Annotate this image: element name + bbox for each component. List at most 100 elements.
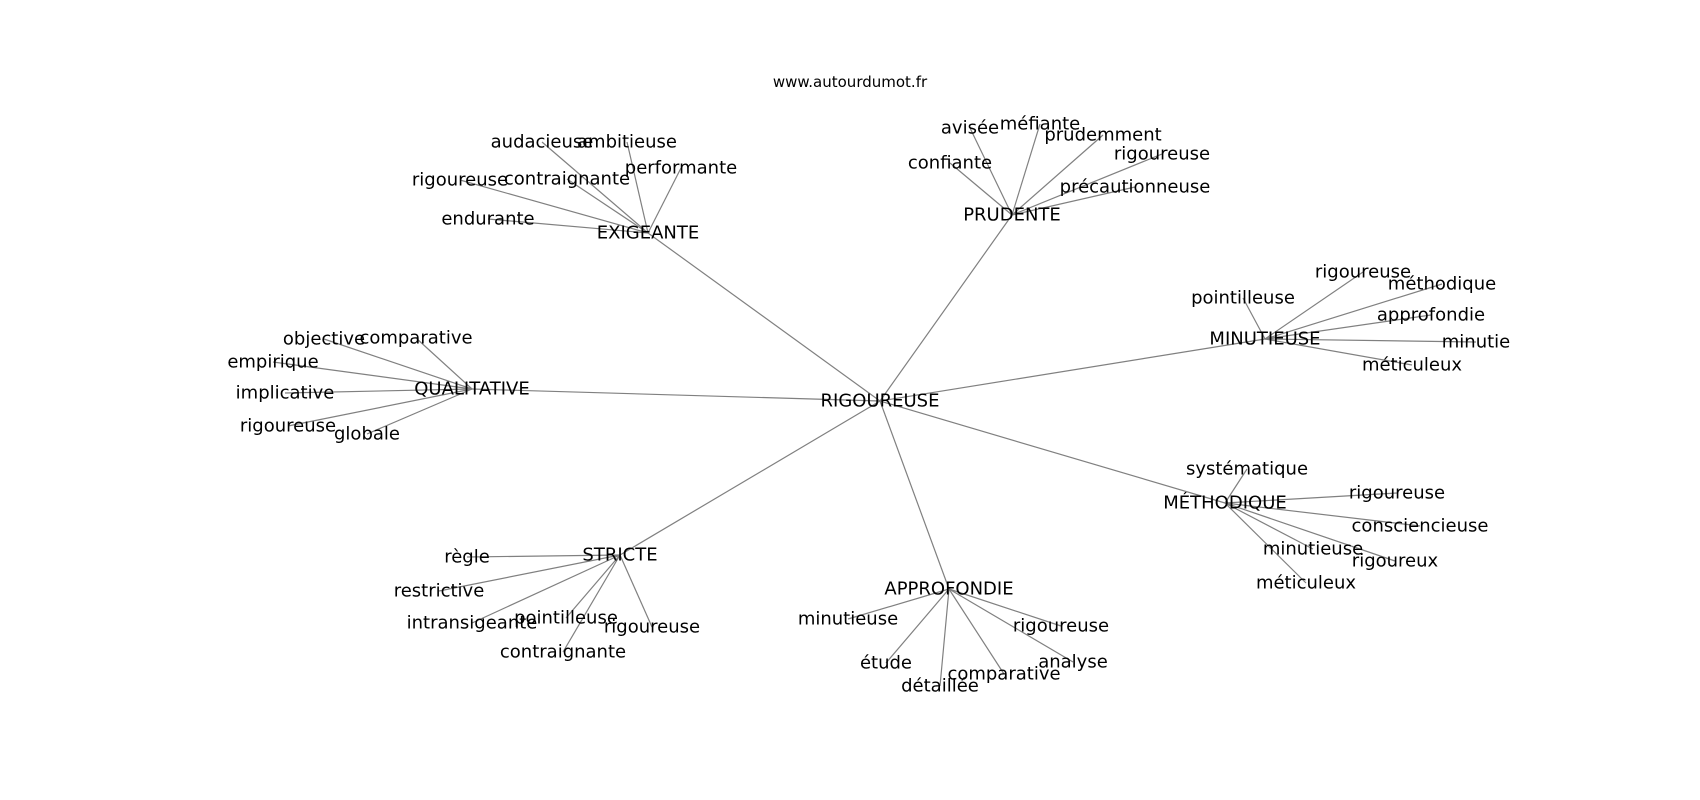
edge-methodique-rigoureuse: [1224, 492, 1398, 504]
edge-exigeante-performante: [647, 167, 682, 234]
leaf-node-label-confiante: confiante: [908, 153, 992, 174]
leaf-node-label-meticuleux: méticuleux: [1256, 573, 1356, 594]
leaf-node-label-rigoureuse: rigoureuse: [1315, 262, 1411, 283]
edge-prudente-prudemment: [1011, 134, 1104, 216]
edge-qualitative-rigoureuse: [287, 388, 473, 427]
edge-approfondie-minutieuse: [847, 588, 950, 620]
edge-stricte-intransigeante: [471, 554, 621, 624]
leaf-node-label-prudemment: prudemment: [1044, 125, 1161, 146]
edge-stricte-regle: [466, 554, 621, 558]
hub-node-label-stricte: STRICTE: [582, 545, 657, 566]
hub-node-label-qualitative: QUALITATIVE: [414, 379, 530, 400]
edge-qualitative-objective: [323, 338, 473, 390]
leaf-node-label-rigoureuse: rigoureuse: [1114, 144, 1210, 165]
leaf-node-label-intransigeante: intransigeante: [407, 613, 538, 634]
leaf-node-label-pointilleuse: pointilleuse: [514, 608, 618, 629]
edge-minutieuse-pointilleuse: [1242, 297, 1266, 340]
edge-methodique-meticuleux: [1224, 502, 1307, 584]
leaf-node-label-rigoureux: rigoureux: [1352, 551, 1439, 572]
edge-qualitative-empirique: [272, 361, 473, 390]
leaf-node-label-globale: globale: [334, 424, 400, 445]
leaf-node-label-rigoureuse: rigoureuse: [604, 617, 700, 638]
edge-approfondie-analyse: [948, 588, 1074, 663]
edge-qualitative-comparative: [415, 337, 473, 390]
leaf-node-label-ambitieuse: ambitieuse: [577, 132, 677, 153]
edge-exigeante-ambitieuse: [626, 141, 649, 234]
edge-minutieuse-rigoureuse: [1264, 271, 1364, 340]
leaf-node-label-endurante: endurante: [441, 209, 534, 230]
leaf-node-label-avisee: avisée: [941, 118, 999, 139]
center-node-label: RIGOUREUSE: [821, 391, 940, 412]
leaf-node-label-audacieuse: audacieuse: [491, 132, 594, 153]
edge-methodique-minutieuse: [1224, 502, 1314, 550]
edge-methodique-consciencieuse: [1224, 502, 1421, 527]
leaf-node-label-etude: étude: [860, 653, 912, 674]
leaf-node-label-contraignante: contraignante: [504, 169, 630, 190]
leaf-node-label-comparative: comparative: [359, 328, 472, 349]
edge-stricte-rigoureuse: [619, 554, 653, 628]
leaf-node-label-objective: objective: [283, 329, 365, 350]
edge-methodique-rigoureux: [1224, 502, 1396, 562]
leaf-node-label-implicative: implicative: [236, 383, 335, 404]
site-url: www.autourdumot.fr: [772, 73, 928, 91]
edge-stricte-pointilleuse: [565, 554, 621, 619]
leaf-node-label-minutieuse: minutieuse: [1263, 539, 1363, 560]
hub-node-label-approfondie: APPROFONDIE: [884, 579, 1013, 600]
leaf-node-label-detaillee: détaillée: [901, 676, 979, 697]
leaf-node-label-rigoureuse: rigoureuse: [240, 416, 336, 437]
edge-stricte-contraignante: [562, 554, 621, 653]
edge-approfondie-etude: [885, 588, 950, 664]
hub-node-label-prudente: PRUDENTE: [963, 205, 1061, 226]
edge-center-approfondie: [879, 400, 950, 590]
leaf-node-label-rigoureuse: rigoureuse: [1349, 483, 1445, 504]
leaf-node-label-rigoureuse: rigoureuse: [1013, 616, 1109, 637]
edge-center-prudente: [879, 214, 1013, 402]
edge-minutieuse-methodique: [1264, 283, 1443, 340]
edge-center-methodique: [879, 400, 1226, 504]
edge-exigeante-rigoureuse: [459, 179, 649, 234]
edge-center-minutieuse: [879, 338, 1266, 402]
leaf-node-label-rigoureuse: rigoureuse: [412, 170, 508, 191]
edge-prudente-precautionneuse: [1011, 186, 1136, 216]
edges: [272, 123, 1477, 687]
hub-node-label-exigeante: EXIGEANTE: [597, 223, 699, 244]
edge-approfondie-rigoureuse: [948, 588, 1062, 627]
leaf-node-label-regle: règle: [444, 547, 490, 568]
edge-exigeante-contraignante: [566, 178, 649, 234]
leaf-node-label-methodique: méthodique: [1388, 274, 1496, 295]
edge-center-exigeante: [647, 232, 881, 402]
edge-prudente-confiante: [949, 162, 1013, 216]
edge-center-stricte: [619, 400, 881, 556]
leaf-node-label-systematique: systématique: [1186, 459, 1308, 480]
leaf-node-label-restrictive: restrictive: [394, 581, 485, 602]
edge-prudente-mefiante: [1011, 123, 1041, 216]
edge-stricte-restrictive: [438, 554, 621, 592]
leaf-node-label-approfondie: approfondie: [1377, 305, 1485, 326]
edge-center-qualitative: [471, 388, 881, 402]
edge-exigeante-audacieuse: [541, 141, 649, 234]
leaf-node-label-analyse: analyse: [1038, 652, 1108, 673]
edge-qualitative-implicative: [284, 388, 473, 394]
edge-approfondie-comparative: [948, 588, 1005, 675]
hub-node-label-minutieuse: MINUTIEUSE: [1209, 329, 1320, 350]
leaf-node-label-contraignante: contraignante: [500, 642, 626, 663]
edge-prudente-avisee: [969, 127, 1013, 216]
leaf-node-label-meticuleux: méticuleux: [1362, 355, 1462, 376]
edge-minutieuse-approfondie: [1264, 314, 1432, 340]
hub-node-label-methodique: MÉTHODIQUE: [1163, 492, 1287, 514]
leaf-node-label-mefiante: méfiante: [1000, 114, 1081, 135]
leaf-node-label-precautionneuse: précautionneuse: [1060, 177, 1211, 198]
edge-minutieuse-meticuleux: [1264, 338, 1413, 366]
leaf-node-label-comparative: comparative: [947, 664, 1060, 685]
edge-qualitative-globale: [366, 388, 473, 435]
leaf-node-label-minutie: minutie: [1442, 332, 1510, 353]
edge-methodique-systematique: [1224, 468, 1248, 504]
edge-exigeante-endurante: [487, 218, 649, 234]
leaf-node-label-empirique: empirique: [227, 352, 318, 373]
edge-prudente-rigoureuse: [1011, 153, 1163, 216]
edge-minutieuse-minutie: [1264, 338, 1477, 343]
leaf-node-label-consciencieuse: consciencieuse: [1352, 516, 1489, 537]
leaf-node-label-pointilleuse: pointilleuse: [1191, 288, 1295, 309]
